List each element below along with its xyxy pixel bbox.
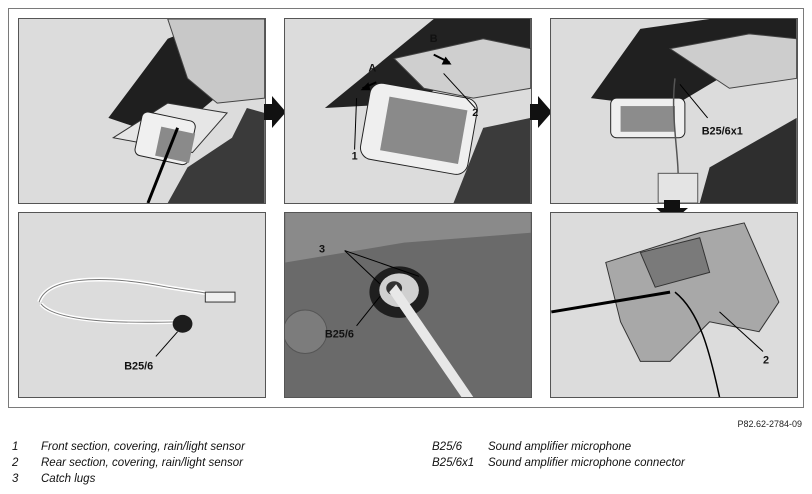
step-arrow-1 [264, 96, 286, 128]
legend-text: Front section, covering, rain/light sens… [41, 441, 245, 453]
step-6-illustration: 2 [551, 213, 797, 397]
panel-step-4: B25/6 [18, 212, 266, 398]
step-2-illustration: A B 1 2 [285, 19, 531, 203]
step-arrow-3 [656, 200, 688, 222]
figure-reference: P82.62-2784-09 [737, 419, 802, 429]
legend-key: 2 [12, 457, 19, 469]
step-3-illustration: B25/6x1 [551, 19, 797, 203]
label-b: B [430, 33, 438, 45]
legend-text: Catch lugs [41, 473, 96, 485]
legend-key: B25/6 [432, 441, 463, 453]
step-4-illustration: B25/6 [19, 213, 265, 397]
legend-left: 1 Front section, covering, rain/light se… [12, 439, 245, 487]
legend-key: B25/6x1 [432, 457, 475, 469]
legend-item: B25/6x1 Sound amplifier microphone conne… [432, 455, 685, 471]
panel-step-6: 2 [550, 212, 798, 398]
legend-item: 2 Rear section, covering, rain/light sen… [12, 455, 245, 471]
legend-key: 1 [12, 441, 19, 453]
legend-text: Sound amplifier microphone connector [488, 457, 685, 469]
label-connector: B25/6x1 [702, 126, 743, 138]
panel-step-1 [18, 18, 266, 204]
panel-step-2: A B 1 2 [284, 18, 532, 204]
label-3: 3 [319, 244, 325, 256]
label-1: 1 [352, 150, 358, 162]
label-mic-2: B25/6 [325, 329, 354, 341]
step-arrow-2 [530, 96, 552, 128]
legend-item: 3 Catch lugs [12, 471, 245, 487]
step-1-illustration [19, 19, 265, 203]
legend-item: 1 Front section, covering, rain/light se… [12, 439, 245, 455]
legend-text: Sound amplifier microphone [488, 441, 632, 453]
step-5-illustration: 3 B25/6 [285, 213, 531, 397]
label-2: 2 [472, 107, 478, 119]
legend-text: Rear section, covering, rain/light senso… [41, 457, 243, 469]
legend-key: 3 [12, 473, 19, 485]
label-2b: 2 [763, 354, 769, 366]
panel-step-3: B25/6x1 [550, 18, 798, 204]
legend-item: B25/6 Sound amplifier microphone [432, 439, 685, 455]
legend-right: B25/6 Sound amplifier microphone B25/6x1… [432, 439, 685, 471]
panel-step-5: 3 B25/6 [284, 212, 532, 398]
label-a: A [368, 62, 376, 74]
label-mic: B25/6 [124, 360, 153, 372]
